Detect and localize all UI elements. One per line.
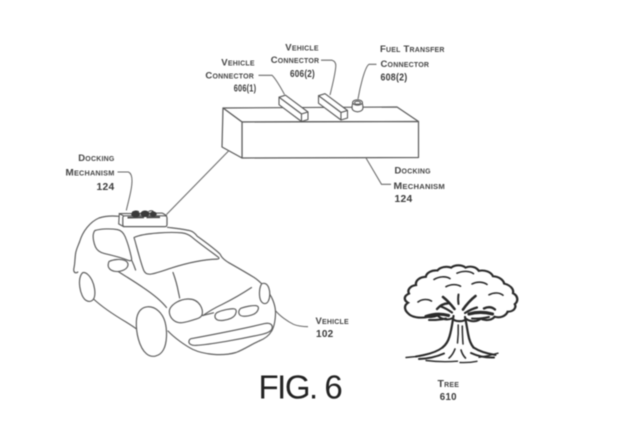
svg-text:606(2): 606(2) [290, 68, 315, 80]
svg-text:Docking: Docking [78, 153, 115, 164]
svg-text:608(2): 608(2) [381, 71, 408, 83]
svg-text:Mechanism: Mechanism [394, 181, 446, 192]
svg-text:Docking: Docking [395, 165, 432, 176]
svg-text:Connector: Connector [271, 55, 320, 66]
svg-text:102: 102 [316, 328, 334, 340]
svg-text:610: 610 [440, 391, 457, 403]
svg-text:Tree: Tree [437, 378, 459, 390]
svg-text:Connector: Connector [381, 59, 430, 70]
svg-text:Vehicle: Vehicle [316, 316, 350, 327]
svg-text:Mechanism: Mechanism [66, 167, 115, 178]
svg-text:124: 124 [97, 181, 115, 193]
svg-text:Vehicle: Vehicle [285, 43, 319, 54]
svg-text:606(1): 606(1) [234, 83, 257, 95]
svg-text:Vehicle: Vehicle [221, 58, 255, 69]
svg-text:Connector: Connector [205, 71, 254, 82]
svg-text:124: 124 [395, 193, 413, 205]
svg-text:Fuel Transfer: Fuel Transfer [380, 44, 445, 55]
svg-text:FIG. 6: FIG. 6 [259, 369, 342, 406]
